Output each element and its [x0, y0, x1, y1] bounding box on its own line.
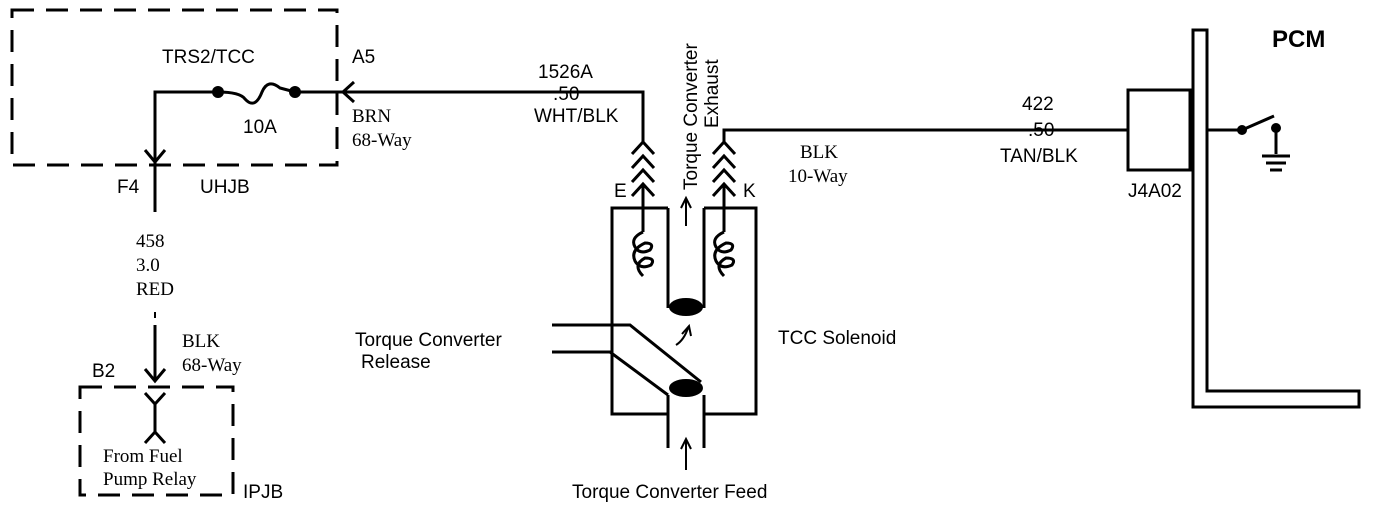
- f4-connector-icon: [143, 149, 167, 165]
- ipjb-splice-icon: [143, 391, 167, 445]
- wire-422-color: TAN/BLK: [1000, 146, 1078, 167]
- exhaust-tube: [666, 208, 706, 308]
- exhaust-valve: [669, 298, 703, 316]
- feed-label: Torque Converter Feed: [572, 482, 767, 503]
- exhaust-arrow-icon: [680, 195, 692, 226]
- j4a02-label: J4A02: [1128, 181, 1182, 202]
- fuel-relay-line2: Pump Relay: [103, 469, 197, 490]
- j4a02-connector: [1126, 88, 1192, 172]
- solenoid-body: [610, 206, 758, 416]
- ipjb-label: IPJB: [243, 482, 283, 503]
- brn-connector: 68-Way: [352, 130, 412, 151]
- pin-f4: F4: [117, 177, 140, 198]
- wire-blk-color: BLK: [800, 142, 838, 163]
- fuse-name: TRS2/TCC: [162, 47, 255, 68]
- pin-e: E: [614, 181, 627, 202]
- wire-422: [722, 128, 1128, 142]
- brn-color: BRN: [352, 106, 391, 127]
- release-line2: Release: [361, 352, 431, 373]
- wire-1526a-gauge: .50: [553, 84, 579, 105]
- b2-connector-icon: [143, 368, 167, 384]
- switch-blade-icon: [1241, 114, 1275, 132]
- uhjb-box: [10, 8, 339, 167]
- coil-left-icon: [632, 230, 654, 278]
- ground-icon: [1262, 154, 1290, 172]
- fuse-element-icon: [217, 82, 296, 105]
- wire-1526a-color: WHT/BLK: [534, 106, 619, 127]
- wire-458-circuit: 458: [136, 231, 165, 252]
- pcm-housing: [1191, 28, 1361, 409]
- fuel-relay-line1: From Fuel: [103, 446, 183, 467]
- wire-blk-connector: 10-Way: [788, 166, 848, 187]
- feed-tube: [666, 395, 706, 448]
- release-arrow-icon: [675, 323, 692, 346]
- feed-valve: [669, 379, 703, 397]
- wire-422-circuit: 422: [1022, 94, 1054, 115]
- wire-422-gauge: .50: [1028, 120, 1054, 141]
- release-line1: Torque Converter: [355, 330, 502, 351]
- torque-converter-label: Torque Converter: [681, 43, 702, 190]
- pin-e-connector-icon: [630, 139, 656, 198]
- wire-1526a-circuit: 1526A: [538, 62, 593, 83]
- ipjb-connector-color: BLK: [182, 331, 220, 352]
- solenoid-name: TCC Solenoid: [778, 328, 896, 349]
- uhjb-label: UHJB: [200, 177, 250, 198]
- wire-458-color: RED: [136, 279, 174, 300]
- pcm-label: PCM: [1272, 26, 1325, 53]
- wire-458-gauge: 3.0: [136, 255, 160, 276]
- a5-connector-icon: [340, 80, 356, 104]
- ipjb-box: [78, 385, 235, 497]
- pin-a5: A5: [352, 47, 375, 68]
- wire-1526a: [345, 90, 645, 142]
- coil-right-icon: [713, 230, 735, 278]
- ipjb-connector: 68-Way: [182, 355, 242, 376]
- release-passage: [552, 323, 702, 397]
- feed-arrow-icon: [680, 436, 692, 470]
- pin-k: K: [743, 181, 756, 202]
- pin-b2: B2: [92, 361, 115, 382]
- fuse-rating: 10A: [243, 117, 277, 138]
- exhaust-label: Exhaust: [702, 59, 723, 128]
